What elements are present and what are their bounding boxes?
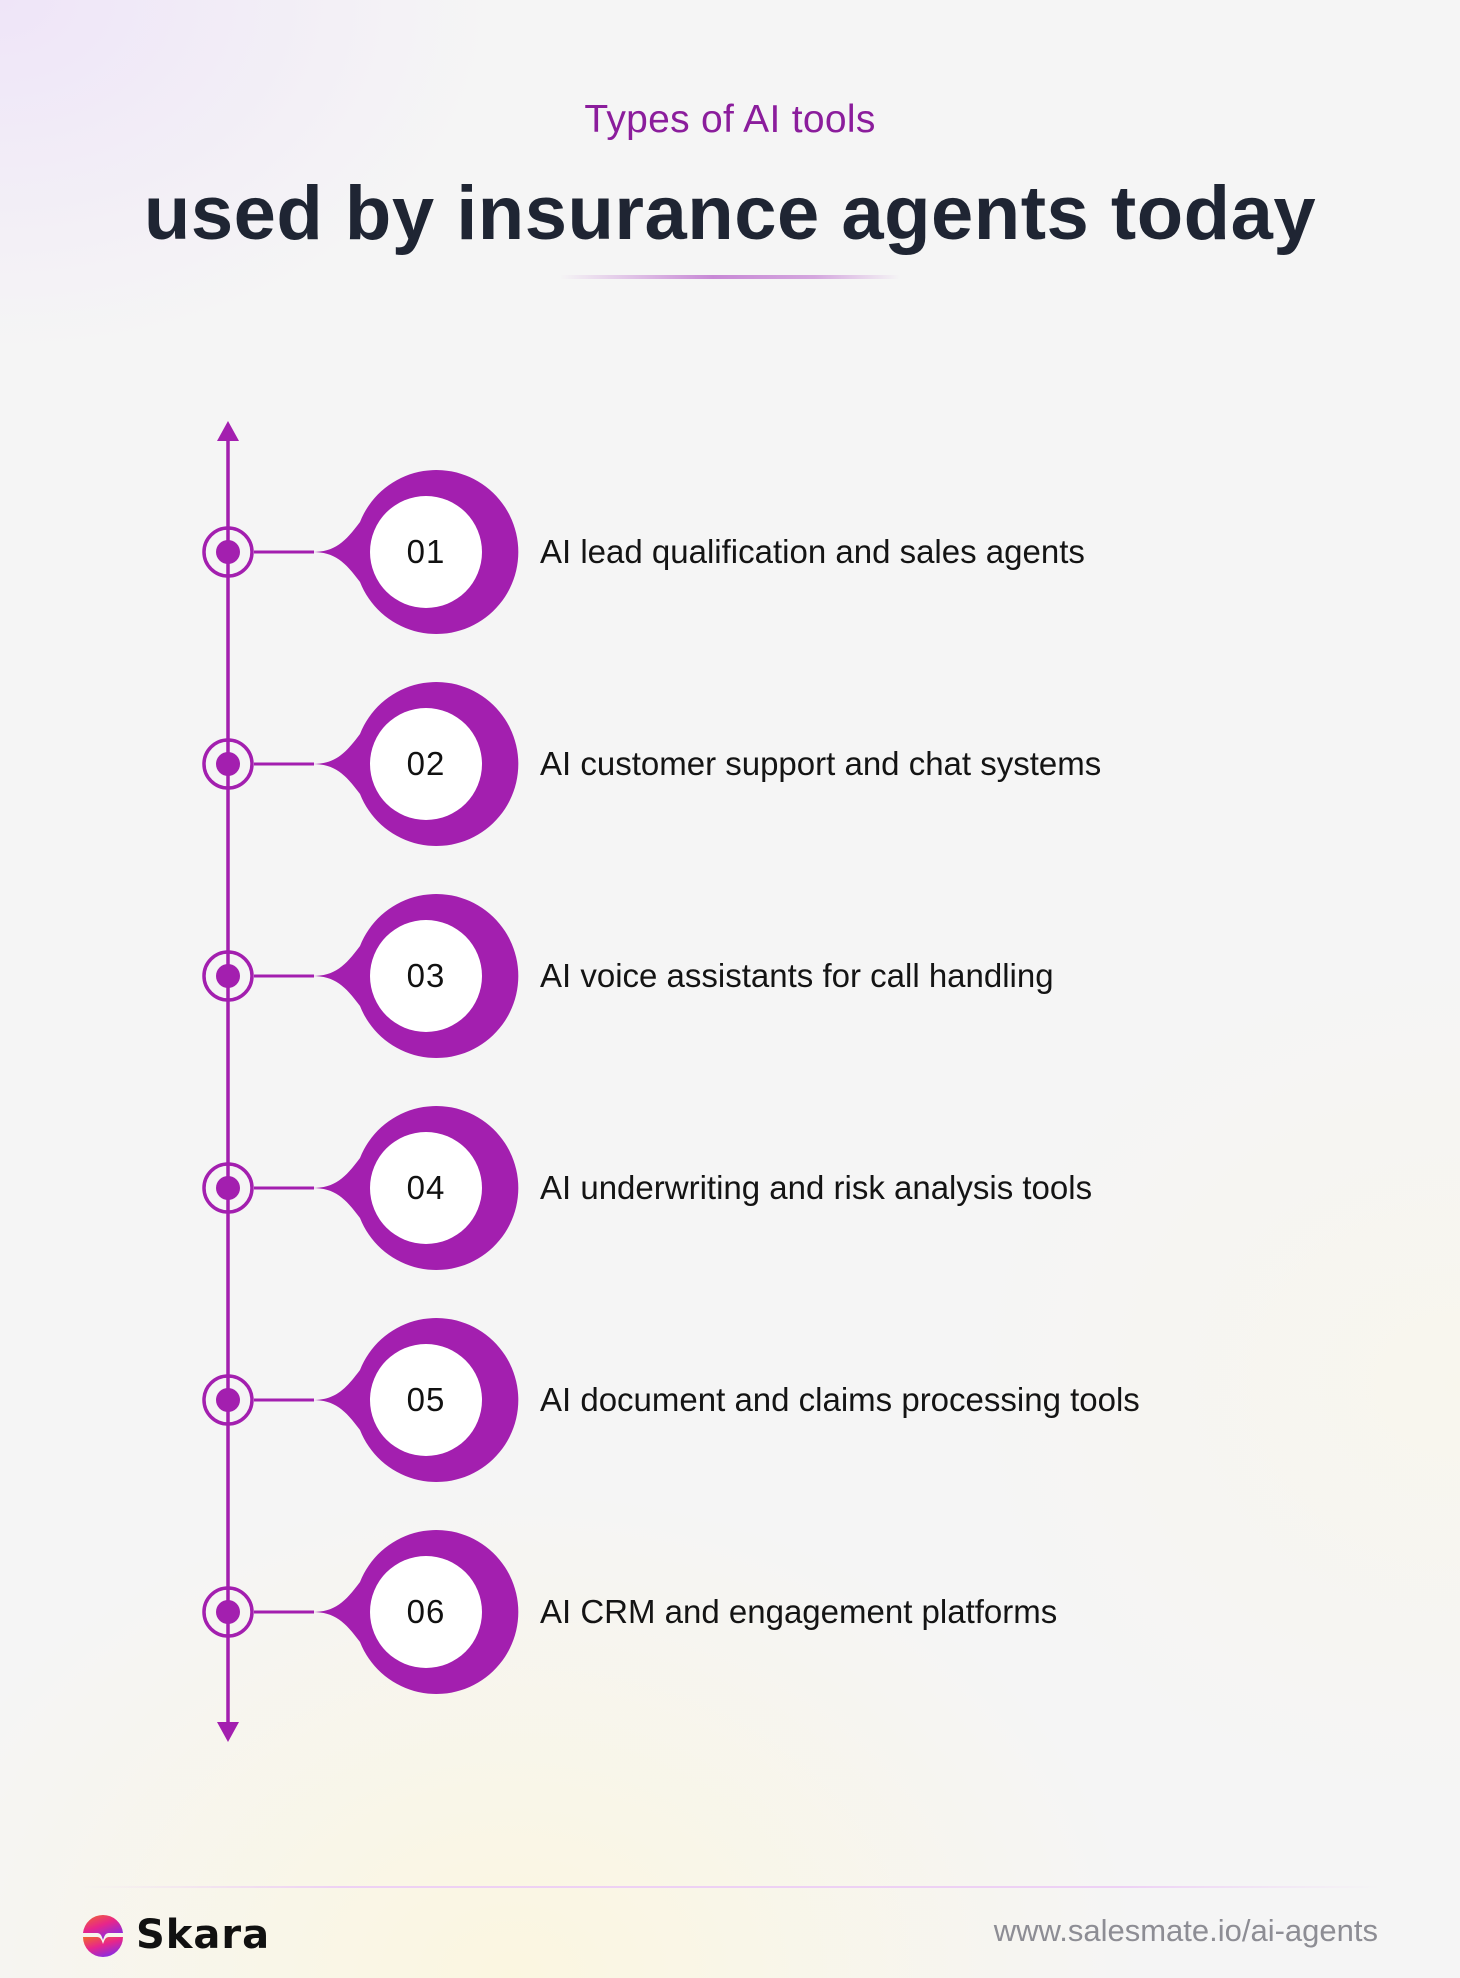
step-number: 04 [406, 1169, 446, 1206]
title-underline-divider [560, 275, 900, 279]
step-number: 06 [406, 1593, 446, 1630]
step-label: AI lead qualification and sales agents [540, 533, 1085, 570]
step-label: AI document and claims processing tools [540, 1381, 1140, 1418]
footer-url-link[interactable]: www.salesmate.io/ai-agents [993, 1913, 1378, 1948]
skara-logo-icon [83, 1914, 123, 1957]
step-label: AI underwriting and risk analysis tools [540, 1169, 1093, 1206]
step-number: 02 [406, 745, 446, 782]
arrow-down-icon [217, 1722, 239, 1742]
arrow-up-icon [217, 421, 239, 441]
step-label: AI customer support and chat systems [540, 745, 1102, 782]
step-label: AI voice assistants for call handling [540, 957, 1054, 994]
page-title: used by insurance agents today [143, 171, 1317, 256]
brand-logo: Skara [80, 1912, 270, 1958]
step-number: 05 [406, 1381, 446, 1418]
footer-divider [80, 1886, 1380, 1888]
timeline-graphic [202, 421, 521, 1742]
brand-name: Skara [136, 1912, 271, 1958]
step-number: 01 [406, 533, 446, 570]
step-number: 03 [406, 957, 446, 994]
subtitle: Types of AI tools [584, 98, 876, 141]
step-label: AI CRM and engagement platforms [540, 1593, 1058, 1630]
